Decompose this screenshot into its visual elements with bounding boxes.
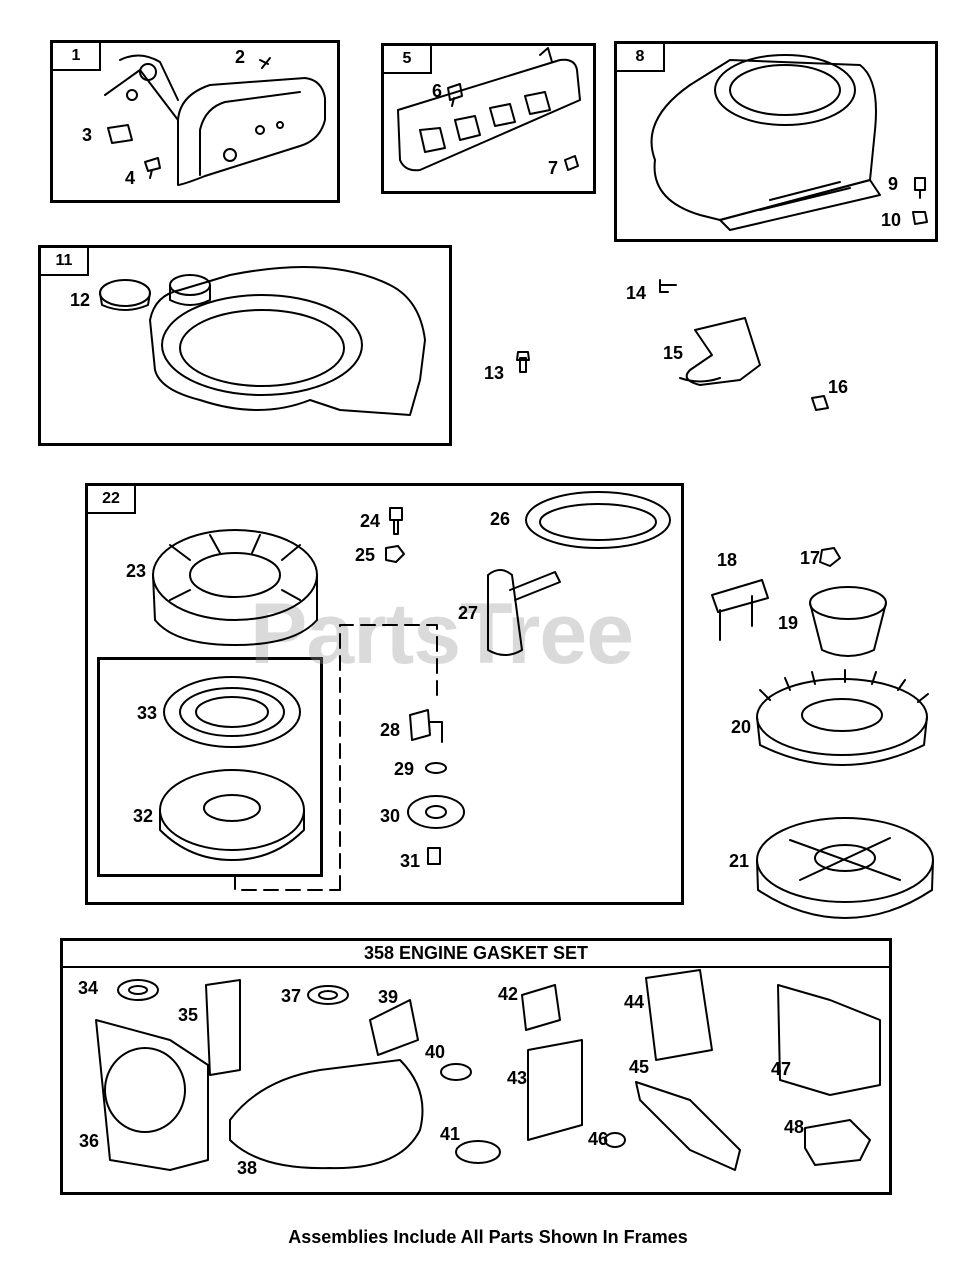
callout-42: 42 <box>498 984 519 1004</box>
callout-44: 44 <box>624 992 645 1012</box>
frame-label-1: 1 <box>53 43 101 71</box>
callout-25: 25 <box>355 545 376 565</box>
callout-37: 37 <box>281 986 302 1006</box>
starter-handle-drawing <box>487 569 561 656</box>
pawl-parts-drawing <box>407 709 465 865</box>
callout-48: 48 <box>784 1117 805 1137</box>
callout-31: 31 <box>400 851 421 871</box>
flywheel-drawing <box>756 817 934 919</box>
callout-45: 45 <box>629 1057 650 1077</box>
frame-label-11: 11 <box>41 248 89 276</box>
callout-10: 10 <box>881 210 902 230</box>
footer-note: Assemblies Include All Parts Shown In Fr… <box>288 1227 688 1247</box>
callout-20: 20 <box>731 717 752 737</box>
frame-gasket-set <box>60 938 892 1195</box>
frame-22: 22 <box>85 483 684 905</box>
callout-14: 14 <box>626 283 647 303</box>
callout-12: 12 <box>70 290 91 310</box>
callout-21: 21 <box>729 851 750 871</box>
starter-housing-drawing <box>152 529 318 646</box>
frame-5: 5 <box>381 43 596 194</box>
blower-housing-11-drawing <box>99 266 530 416</box>
dashed-leader-line <box>234 624 438 891</box>
callout-23: 23 <box>126 561 147 581</box>
callout-2: 2 <box>235 47 246 67</box>
deflector-drawing <box>397 47 581 172</box>
callout-24: 24 <box>360 511 381 531</box>
callout-30: 30 <box>380 806 401 826</box>
callout-18: 18 <box>717 550 738 570</box>
callout-4: 4 <box>125 168 136 188</box>
callout-16: 16 <box>828 377 849 397</box>
frame-starter-sub <box>97 657 323 877</box>
callout-43: 43 <box>507 1068 528 1088</box>
air-guide-drawing <box>659 279 829 411</box>
callout-19: 19 <box>778 613 799 633</box>
callout-7: 7 <box>548 158 559 178</box>
fan-drawing <box>756 669 929 766</box>
gasket-set-drawing <box>95 969 881 1171</box>
callout-39: 39 <box>378 987 399 1007</box>
frame-label-8: 8 <box>617 44 665 72</box>
pulley-spring-drawing <box>159 676 305 861</box>
callout-33: 33 <box>137 703 158 723</box>
gasket-set-title: 358 ENGINE GASKET SET <box>62 940 890 968</box>
callout-3: 3 <box>82 125 93 145</box>
frame-label-22: 22 <box>88 486 136 514</box>
watermark-logo: PartsTree <box>250 586 634 682</box>
callout-41: 41 <box>440 1124 461 1144</box>
callout-13: 13 <box>484 363 505 383</box>
callout-36: 36 <box>79 1131 100 1151</box>
callout-26: 26 <box>490 509 511 529</box>
blower-housing-drawing <box>650 54 928 231</box>
callout-35: 35 <box>178 1005 199 1025</box>
callout-34: 34 <box>78 978 99 998</box>
frame-8: 8 <box>614 41 938 242</box>
callout-9: 9 <box>888 174 899 194</box>
callout-15: 15 <box>663 343 684 363</box>
callout-6: 6 <box>432 81 443 101</box>
fasteners-24-26-drawing <box>385 491 671 563</box>
muffler-guard-drawing <box>104 54 326 186</box>
bracket-cup-drawing <box>711 547 887 657</box>
frame-label-5: 5 <box>384 46 432 74</box>
frame-1: 1 <box>50 40 340 203</box>
callout-28: 28 <box>380 720 401 740</box>
callout-40: 40 <box>425 1042 446 1062</box>
callout-38: 38 <box>237 1158 258 1178</box>
callout-32: 32 <box>133 806 154 826</box>
frame-11: 11 <box>38 245 452 446</box>
callout-46: 46 <box>588 1129 609 1149</box>
callout-17: 17 <box>800 548 821 568</box>
callout-27: 27 <box>458 603 479 623</box>
callout-29: 29 <box>394 759 415 779</box>
callout-47: 47 <box>771 1059 792 1079</box>
